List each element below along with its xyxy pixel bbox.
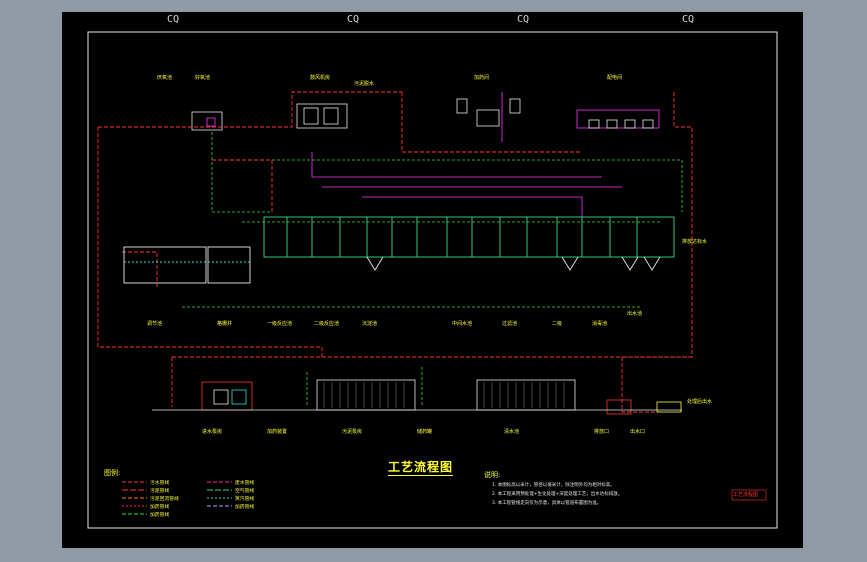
legend-label: 污水管线	[150, 481, 170, 486]
air-pipes	[182, 132, 683, 407]
inner-frame	[87, 31, 778, 529]
legend-label: 空气管线	[235, 489, 255, 494]
reactor-tanks	[263, 216, 675, 271]
drawing-sheet: CQ CQ CQ CQ 厌氧池 好氧池 鼓风机房 污泥脱水 加药间 配电间 调节…	[62, 12, 803, 548]
legend-label: 废水管线	[235, 481, 255, 486]
note-line: 1. 本图标高以米计，管径以毫米计，除注明外均为相对标高。	[492, 483, 615, 488]
label-mid: 消毒池	[592, 321, 608, 327]
filter-grids	[323, 382, 565, 408]
process-flow-diagram	[87, 31, 778, 529]
label-top: 污泥脱水	[354, 81, 375, 87]
label-right: 处理后出水	[687, 399, 713, 405]
note-line: 2. 本工程采用预处理+生化处理+深度处理工艺，出水达标排放。	[492, 492, 623, 497]
legend-label: 加药管线	[150, 505, 170, 510]
legend-label: 污泥管线	[150, 489, 170, 494]
label-right: 排放达标水	[682, 239, 708, 245]
label-top: 加药间	[474, 75, 490, 81]
stamp-box	[731, 489, 767, 501]
legend-label: 污泥回流管线	[150, 497, 179, 502]
label-bottom: 进水泵房	[202, 429, 223, 435]
label-mid: 出水池	[627, 311, 643, 317]
label-top: 配电间	[607, 75, 623, 81]
top-equipment	[191, 98, 660, 131]
label-bottom: 出水口	[630, 429, 646, 435]
legend-heading: 图例:	[104, 469, 121, 477]
label-mid: 调节池	[147, 321, 163, 327]
label-mid: 中间水池	[452, 321, 473, 327]
label-mid: 格栅井	[217, 321, 233, 327]
bottom-equipment	[152, 379, 682, 415]
border-mark: CQ	[517, 14, 530, 25]
label-bottom: 加药装置	[267, 429, 288, 435]
drawing-title: 工艺流程图	[388, 460, 454, 476]
label-mid: 沉淀池	[362, 321, 378, 327]
label-top: 厌氧池	[157, 75, 173, 81]
legend-label: 蒸汽管线	[235, 497, 255, 502]
border-mark: CQ	[682, 14, 695, 25]
red-stamp: 工艺流程图	[733, 492, 759, 498]
note-line: 3. 本工程管线走向仅为示意，具体以管道布置图为准。	[492, 501, 602, 506]
label-mid: 二级	[552, 321, 563, 327]
label-bottom: 清水池	[504, 429, 520, 435]
label-bottom: 储药罐	[417, 429, 433, 435]
border-mark: CQ	[347, 14, 360, 25]
label-mid: 二级反应池	[314, 321, 340, 327]
label-mid: 过滤池	[502, 321, 518, 327]
label-bottom: 排放口	[594, 429, 610, 435]
regulating-tanks	[123, 246, 251, 284]
label-mid: 一级反应池	[267, 321, 293, 327]
legend-label: 加药管线	[235, 505, 255, 510]
legend-label: 加药管线	[150, 513, 170, 518]
sludge-pipes	[311, 92, 622, 217]
label-top: 鼓风机房	[310, 75, 331, 81]
border-mark: CQ	[167, 14, 180, 25]
label-top: 好氧池	[195, 75, 211, 81]
label-bottom: 污泥泵房	[342, 429, 363, 435]
notes-heading: 说明:	[484, 471, 501, 479]
legend-swatches	[122, 481, 232, 515]
sewage-pipes	[97, 91, 693, 413]
